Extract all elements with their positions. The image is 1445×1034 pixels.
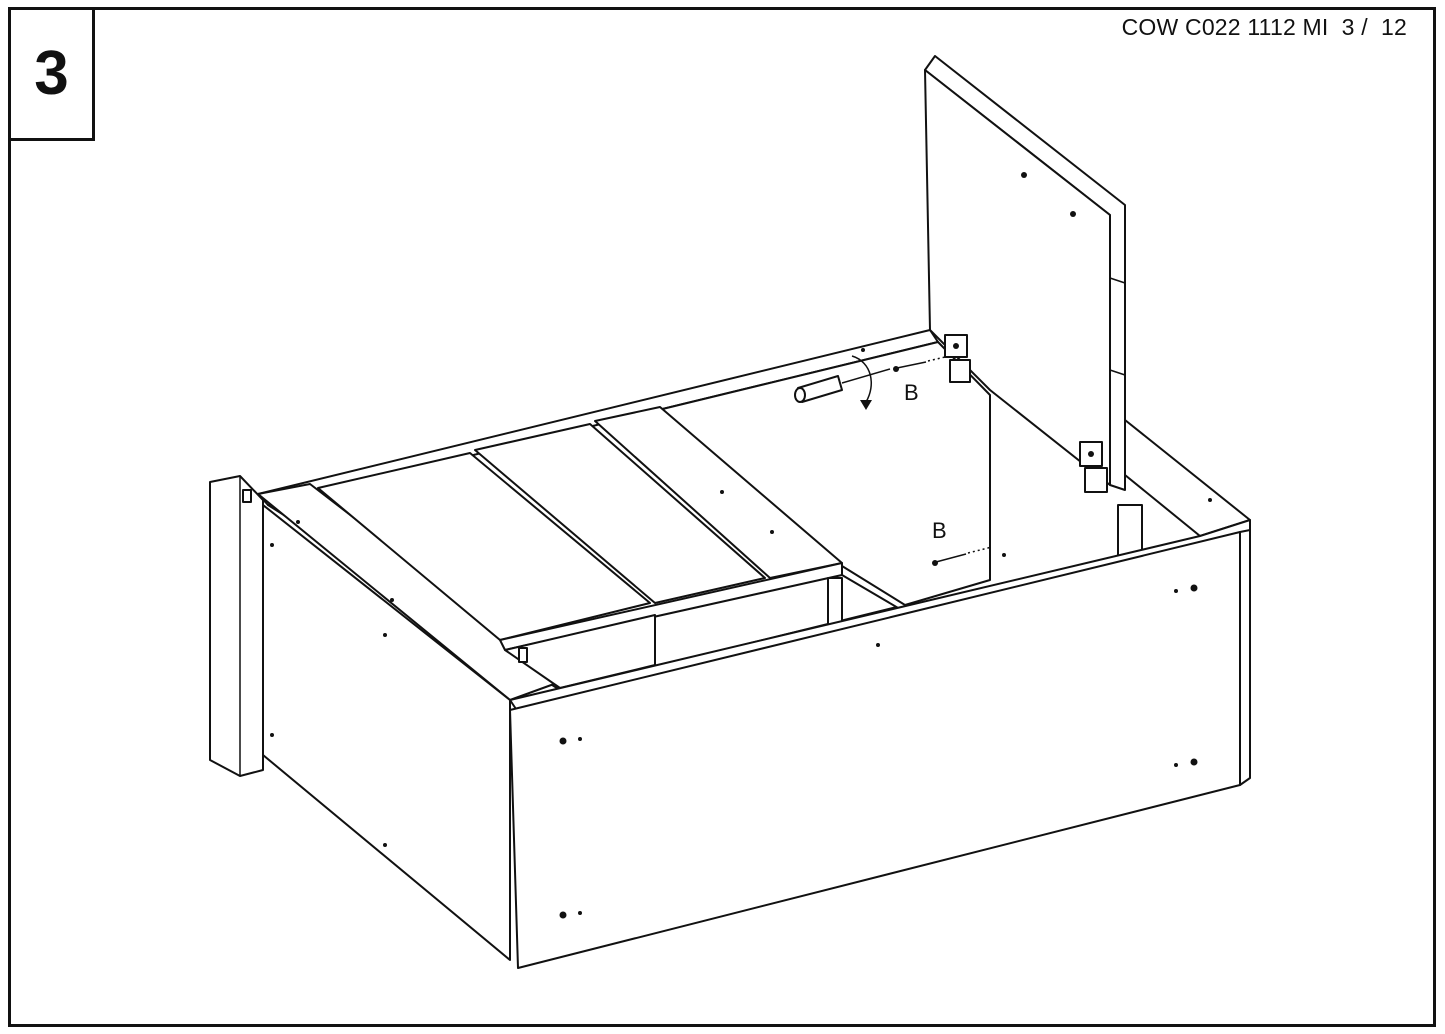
step-number-box: 3 [8,7,95,141]
panel-hole [720,490,724,494]
panel-hole [383,633,387,637]
screwdriver-icon [794,368,891,403]
top-slat-2 [474,423,766,604]
hinge-upper [944,334,971,383]
screw-label-upper: B [904,380,919,405]
panel-hole [578,737,582,741]
post-dowel [242,489,252,503]
top-slat-1 [317,452,651,641]
panel-hole [770,530,774,534]
lid-panel [924,69,1111,486]
panel-hole [383,843,387,847]
rotate-clockwise-icon [851,355,872,410]
document-code: COW C022 1112 MI 3 / 12 [1121,14,1407,40]
hinge-lower [1079,441,1108,493]
panel-hole [1190,584,1198,592]
lid-hole [1021,172,1027,178]
panel-hole [1174,589,1178,593]
panel-hole [1190,758,1198,766]
panel-hole [861,348,865,352]
panel-hole [876,643,880,647]
panel-hole [578,911,582,915]
drawer-runner [827,577,843,627]
instruction-sheet-frame [8,7,1436,1027]
corner-post [209,475,264,777]
screw-icon [932,546,993,566]
panel-hole [559,911,567,919]
panel-hole [270,543,274,547]
post-dowel [518,647,528,663]
step-number: 3 [34,39,69,108]
lid-joint-2 [1109,369,1126,376]
drawer-runner [1117,504,1143,558]
panel-hole [270,733,274,737]
lid-hole [1070,211,1076,217]
screw-label-lower: B [932,518,947,543]
panel-hole [1002,553,1006,557]
panel-hole [1174,763,1178,767]
panel-hole [1208,498,1212,502]
panel-hole [390,598,394,602]
right-side-top-edge [1124,419,1251,537]
screw-icon [893,356,946,372]
panel-hole [296,520,300,524]
lid-joint-1 [1109,277,1126,284]
panel-hole [559,737,567,745]
front-panel-edge [1239,529,1251,786]
